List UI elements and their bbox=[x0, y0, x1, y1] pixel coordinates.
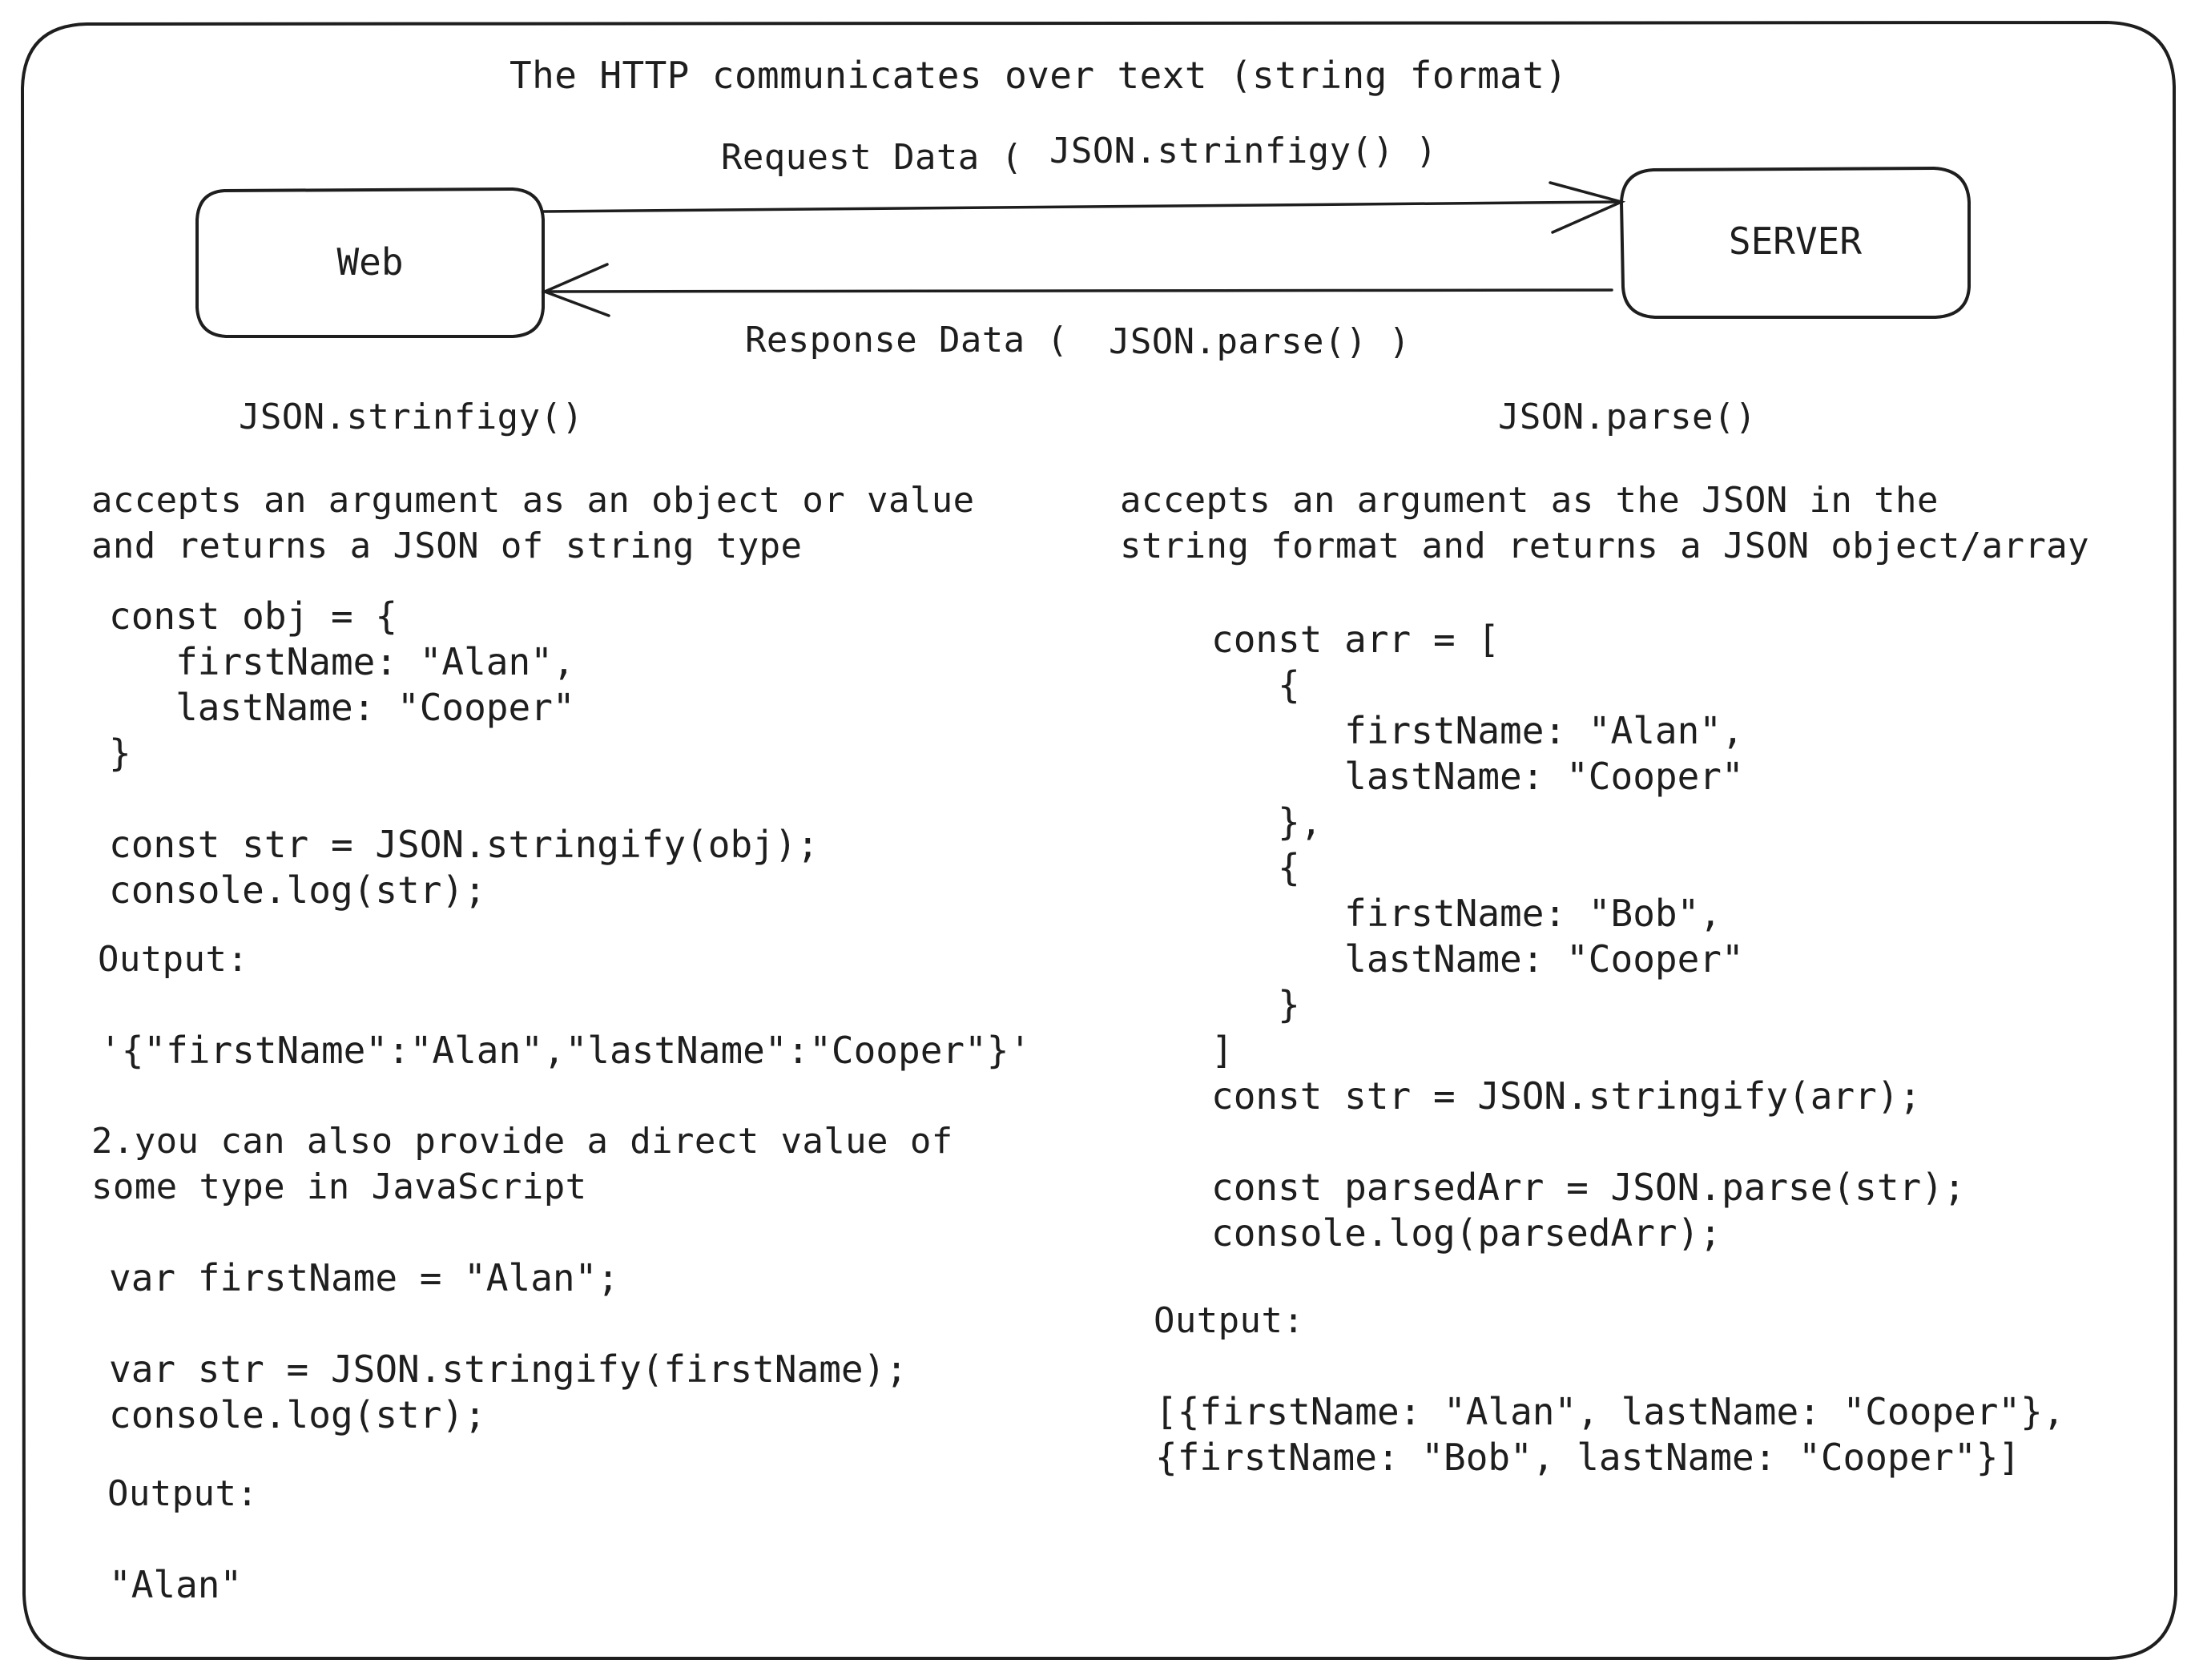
outer-frame bbox=[21, 21, 2177, 1660]
response-function: JSON.parse() ) bbox=[1109, 321, 1411, 362]
parse-code-example: const arr = [ { firstName: "Alan", lastN… bbox=[1211, 618, 1966, 1255]
parse-output-value: [{firstName: "Alan", lastName: "Cooper"}… bbox=[1155, 1390, 2065, 1479]
stringify-heading: JSON.strinfigy() bbox=[239, 397, 584, 437]
web-label: Web bbox=[336, 240, 404, 284]
stringify-output-label: Output: bbox=[98, 939, 249, 980]
diagram-title: The HTTP communicates over text (string … bbox=[509, 54, 1568, 97]
parse-description: accepts an argument as the JSON in the s… bbox=[1120, 480, 2090, 566]
request-label: Request Data ( bbox=[721, 137, 1023, 178]
stringify-code-example: const obj = { firstName: "Alan", lastNam… bbox=[109, 594, 820, 912]
server-label: SERVER bbox=[1728, 220, 1863, 263]
server-box bbox=[1619, 166, 1971, 319]
web-box bbox=[195, 187, 545, 338]
stringify-description: accepts an argument as an object or valu… bbox=[91, 480, 975, 566]
response-arrow bbox=[541, 263, 1613, 317]
parse-heading: JSON.parse() bbox=[1498, 397, 1757, 437]
request-arrow bbox=[542, 181, 1626, 234]
request-function: JSON.strinfigy() ) bbox=[1049, 131, 1438, 171]
stringify-output-value: '{"firstName":"Alan","lastName":"Cooper"… bbox=[99, 1029, 1032, 1072]
direct-value-output-label: Output: bbox=[107, 1473, 259, 1514]
response-label: Response Data ( bbox=[745, 320, 1069, 361]
direct-value-code: var firstName = "Alan"; var str = JSON.s… bbox=[109, 1256, 908, 1436]
direct-value-output-value: "Alan" bbox=[109, 1563, 243, 1606]
parse-output-label: Output: bbox=[1154, 1300, 1305, 1341]
direct-value-note: 2.you can also provide a direct value of… bbox=[91, 1121, 953, 1207]
